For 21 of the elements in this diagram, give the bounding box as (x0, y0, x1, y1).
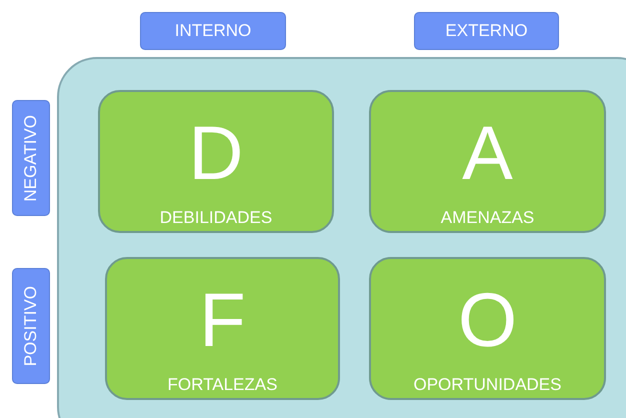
header-label: NEGATIVO (21, 114, 41, 202)
quadrant-title: FORTALEZAS (168, 375, 278, 395)
quadrant-card (105, 257, 340, 400)
header-tab (140, 12, 286, 50)
header-label: POSITIVO (21, 286, 41, 366)
header-tab (12, 100, 50, 216)
header-label: INTERNO (174, 21, 252, 41)
quadrant-letter: O (458, 281, 518, 361)
header-tab (12, 268, 50, 384)
header-tab (414, 12, 559, 50)
quadrant-letter: D (188, 114, 244, 194)
quadrant-title: DEBILIDADES (160, 208, 272, 228)
quadrant-card (98, 90, 334, 233)
quadrant-card (369, 90, 606, 233)
quadrant-card (369, 257, 606, 400)
matrix-panel (57, 57, 626, 418)
quadrant-letter: F (199, 281, 246, 361)
quadrant-title: AMENAZAS (440, 208, 534, 228)
header-label: EXTERNO (445, 21, 528, 41)
quadrant-title: OPORTUNIDADES (414, 375, 562, 395)
quadrant-letter: A (462, 114, 513, 194)
